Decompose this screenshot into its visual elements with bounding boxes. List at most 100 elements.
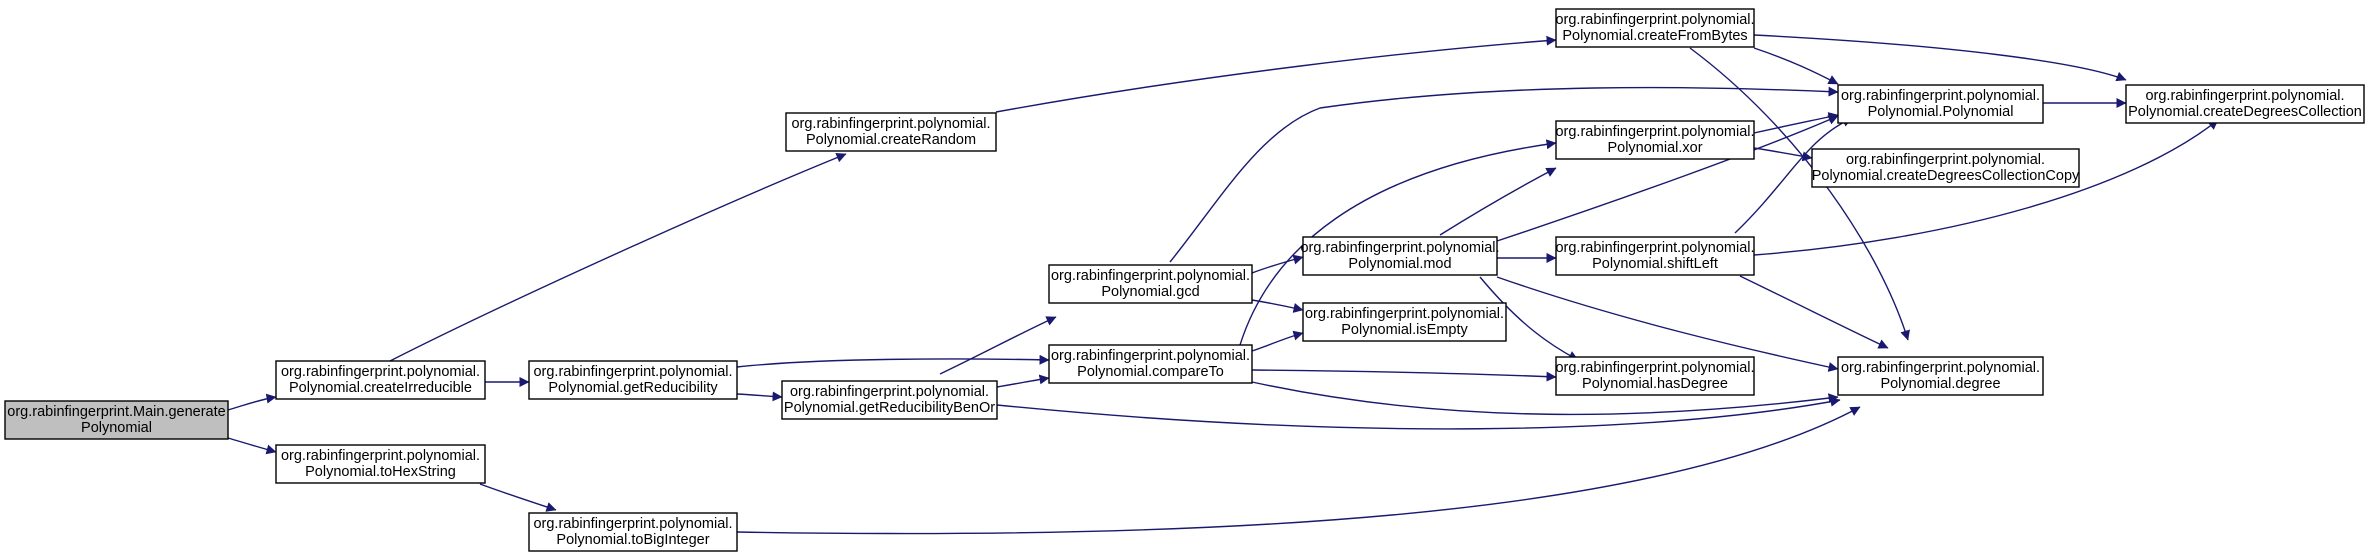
nodes: org.rabinfingerprint.Main.generate Polyn…	[4, 8, 2365, 552]
node-shift-left[interactable]: org.rabinfingerprint.polynomial. Polynom…	[1555, 236, 1755, 276]
edge-compare-to-to-degree	[1251, 381, 1839, 416]
node-label-line2: Polynomial.createDegreesCollectionCopy	[1812, 168, 2080, 184]
node-label-line2: Polynomial.gcd	[1101, 284, 1199, 300]
edge-to-big-integer-to-degree	[736, 406, 1861, 535]
node-is-empty-box	[1302, 302, 1507, 342]
node-get-reducibility-ben-or-box	[781, 380, 998, 420]
edge-compare-to-to-xor	[1239, 139, 1557, 346]
node-create-degrees-collection[interactable]: org.rabinfingerprint.polynomial. Polynom…	[2125, 84, 2365, 124]
node-label-line2: Polynomial.shiftLeft	[1592, 256, 1718, 272]
edge-create-from-bytes-to-degree	[1689, 47, 1910, 341]
edge-ben-or-to-compare-to	[996, 374, 1050, 388]
node-to-hex-string[interactable]: org.rabinfingerprint.polynomial. Polynom…	[275, 444, 486, 484]
node-create-random-box	[785, 112, 997, 152]
node-label-line2: Polynomial.isEmpty	[1341, 322, 1468, 338]
edge-main-to-to-hex-string	[227, 437, 277, 455]
node-to-hex-string-box	[275, 444, 486, 484]
node-main-generate-polynomial[interactable]: org.rabinfingerprint.Main.generate Polyn…	[4, 400, 229, 440]
node-label-line2: Polynomial.compareTo	[1077, 364, 1224, 380]
node-label-line2: Polynomial.getReducibilityBenOr	[784, 400, 995, 416]
edge-compare-to-to-is-empty	[1251, 330, 1304, 352]
node-compare-to[interactable]: org.rabinfingerprint.polynomial. Polynom…	[1048, 344, 1253, 384]
edge-gcd-to-is-empty	[1251, 299, 1304, 313]
node-label-line1: org.rabinfingerprint.polynomial.	[1555, 360, 1754, 376]
node-mod[interactable]: org.rabinfingerprint.polynomial. Polynom…	[1300, 236, 1500, 276]
node-polynomial-ctor-box	[1837, 84, 2044, 124]
node-label-line1: org.rabinfingerprint.polynomial.	[1305, 306, 1504, 322]
node-has-degree-box	[1555, 356, 1755, 396]
node-label-line1: org.rabinfingerprint.polynomial.	[791, 116, 990, 132]
node-label-line1: org.rabinfingerprint.polynomial.	[1300, 240, 1499, 256]
node-label-line2: Polynomial.getReducibility	[548, 380, 718, 396]
edge-shift-left-to-create-degrees-collection	[1753, 119, 2219, 256]
node-label-line1: org.rabinfingerprint.polynomial.	[1841, 88, 2040, 104]
node-create-degrees-collection-copy[interactable]: org.rabinfingerprint.polynomial. Polynom…	[1811, 148, 2080, 188]
edge-compare-to-to-has-degree	[1251, 369, 1557, 382]
node-mod-box	[1302, 236, 1498, 276]
edge-mod-to-has-degree	[1479, 276, 1579, 361]
node-label-line1: org.rabinfingerprint.polynomial.	[1555, 12, 1754, 28]
edge-mod-to-degree	[1496, 276, 1839, 372]
node-label-line1: org.rabinfingerprint.polynomial.	[1051, 268, 1250, 284]
node-gcd[interactable]: org.rabinfingerprint.polynomial. Polynom…	[1048, 264, 1253, 304]
node-label-line2: Polynomial.createRandom	[806, 132, 976, 148]
node-degree-box	[1837, 356, 2044, 396]
node-create-random[interactable]: org.rabinfingerprint.polynomial. Polynom…	[785, 112, 997, 152]
node-to-big-integer-box	[528, 512, 738, 552]
node-polynomial-ctor[interactable]: org.rabinfingerprint.polynomial. Polynom…	[1837, 84, 2044, 124]
node-label-line2: Polynomial.mod	[1348, 256, 1451, 272]
node-label-line1: org.rabinfingerprint.polynomial.	[533, 364, 732, 380]
node-label-line2: Polynomial.hasDegree	[1582, 376, 1728, 392]
node-get-reducibility[interactable]: org.rabinfingerprint.polynomial. Polynom…	[528, 360, 738, 400]
node-label-line1: org.rabinfingerprint.polynomial.	[1846, 152, 2045, 168]
node-label-line1: org.rabinfingerprint.polynomial.	[1555, 124, 1754, 140]
node-label-line1: org.rabinfingerprint.polynomial.	[1051, 348, 1250, 364]
edge-ben-or-to-gcd	[939, 316, 1057, 375]
edge-get-reducibility-to-ben-or	[736, 391, 783, 402]
node-label-line1: org.rabinfingerprint.polynomial.	[281, 448, 480, 464]
node-create-from-bytes[interactable]: org.rabinfingerprint.polynomial. Polynom…	[1555, 8, 1755, 48]
node-label-line1: org.rabinfingerprint.polynomial.	[1555, 240, 1754, 256]
node-create-irreducible-box	[275, 360, 486, 400]
edge-xor-to-create-degrees-collection-copy	[1753, 147, 1813, 162]
edge-shift-left-to-polynomial-ctor	[1734, 117, 1853, 234]
node-label-line2: Polynomial.Polynomial	[1868, 104, 2014, 120]
edge-get-reducibility-to-compare-to	[736, 354, 1050, 368]
node-label-line2: Polynomial	[81, 420, 152, 436]
node-get-reducibility-box	[528, 360, 738, 400]
node-xor[interactable]: org.rabinfingerprint.polynomial. Polynom…	[1555, 120, 1755, 160]
node-label-line2: Polynomial.createFromBytes	[1562, 28, 1747, 44]
edge-main-to-create-irreducible	[227, 393, 277, 411]
node-create-irreducible[interactable]: org.rabinfingerprint.polynomial. Polynom…	[275, 360, 486, 400]
node-label-line2: Polynomial.degree	[1880, 376, 2000, 392]
node-has-degree[interactable]: org.rabinfingerprint.polynomial. Polynom…	[1555, 356, 1755, 396]
edge-shift-left-to-degree	[1739, 275, 1889, 349]
node-label-line1: org.rabinfingerprint.polynomial.	[1841, 360, 2040, 376]
node-create-degrees-collection-copy-box	[1811, 148, 2080, 188]
node-label-line2: Polynomial.xor	[1607, 140, 1702, 156]
node-shift-left-box	[1555, 236, 1755, 276]
node-label-line2: Polynomial.createIrreducible	[289, 380, 472, 396]
edges	[227, 34, 2219, 535]
node-main-generate-polynomial-box	[4, 400, 229, 440]
node-create-degrees-collection-box	[2125, 84, 2365, 124]
node-degree[interactable]: org.rabinfingerprint.polynomial. Polynom…	[1837, 356, 2044, 396]
edge-to-hex-string-to-to-big-integer	[479, 483, 557, 512]
edge-mod-to-polynomial-ctor	[1496, 115, 1839, 242]
node-label-line1: org.rabinfingerprint.polynomial.	[2145, 88, 2344, 104]
edge-create-irreducible-to-create-random	[389, 152, 847, 362]
node-to-big-integer[interactable]: org.rabinfingerprint.polynomial. Polynom…	[528, 512, 738, 552]
node-label-line2: Polynomial.toBigInteger	[556, 532, 709, 548]
edge-gcd-to-mod	[1251, 254, 1304, 274]
node-compare-to-box	[1048, 344, 1253, 384]
node-label-line1: org.rabinfingerprint.Main.generate	[7, 404, 225, 420]
node-get-reducibility-ben-or[interactable]: org.rabinfingerprint.polynomial. Polynom…	[781, 380, 998, 420]
edge-ben-or-to-degree	[996, 396, 1841, 430]
edge-create-from-bytes-to-create-degrees-collection	[1753, 34, 2127, 82]
node-label-line2: Polynomial.toHexString	[305, 464, 456, 480]
node-is-empty[interactable]: org.rabinfingerprint.polynomial. Polynom…	[1302, 302, 1507, 342]
node-create-from-bytes-box	[1555, 8, 1755, 48]
node-label-line1: org.rabinfingerprint.polynomial.	[790, 384, 989, 400]
node-label-line1: org.rabinfingerprint.polynomial.	[281, 364, 480, 380]
